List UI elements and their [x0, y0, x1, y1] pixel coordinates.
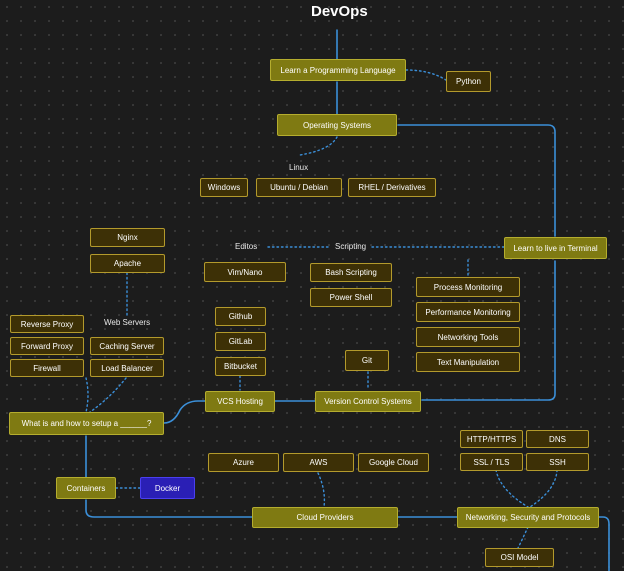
node-networking-tools[interactable]: Networking Tools — [416, 327, 520, 347]
node-containers[interactable]: Containers — [56, 477, 116, 499]
edge-programming-python — [405, 69, 447, 81]
label-linux: Linux — [289, 163, 309, 172]
node-gitlab[interactable]: GitLab — [215, 332, 266, 351]
page-title: DevOps — [311, 3, 368, 20]
node-networking-security-protocols[interactable]: Networking, Security and Protocols — [457, 507, 599, 528]
node-osi-model[interactable]: OSI Model — [485, 548, 554, 567]
edge-hosting-setup — [163, 400, 206, 424]
node-version-control-systems[interactable]: Version Control Systems — [315, 391, 421, 412]
node-vcs-hosting[interactable]: VCS Hosting — [205, 391, 275, 412]
node-git[interactable]: Git — [345, 350, 389, 371]
edge-lb-setup — [89, 377, 127, 413]
node-ssl-tls[interactable]: SSL / TLS — [460, 453, 523, 471]
node-performance-monitoring[interactable]: Performance Monitoring — [416, 302, 520, 322]
label-editors: Editos — [235, 242, 258, 251]
edge-networking-osi — [517, 526, 529, 549]
edge-terminal-vcs — [421, 260, 556, 401]
node-forward-proxy[interactable]: Forward Proxy — [10, 337, 84, 355]
node-azure[interactable]: Azure — [208, 453, 279, 472]
node-text-manipulation[interactable]: Text Manipulation — [416, 352, 520, 372]
node-process-monitoring[interactable]: Process Monitoring — [416, 277, 520, 297]
node-http-https[interactable]: HTTP/HTTPS — [460, 430, 523, 448]
edge-protocols-networking — [495, 469, 529, 508]
label-scripting: Scripting — [335, 242, 367, 251]
node-cloud-providers[interactable]: Cloud Providers — [252, 507, 398, 528]
label-web-servers: Web Servers — [104, 318, 151, 327]
node-bitbucket[interactable]: Bitbucket — [215, 357, 266, 376]
edge-webservers-setup — [85, 377, 89, 413]
node-caching-server[interactable]: Caching Server — [90, 337, 164, 355]
node-power-shell[interactable]: Power Shell — [310, 288, 392, 307]
node-apache[interactable]: Apache — [90, 254, 165, 273]
node-load-balancer[interactable]: Load Balancer — [90, 359, 164, 377]
node-setup-servers[interactable]: What is and how to setup a ______? — [9, 412, 164, 435]
edge-networking-next — [598, 516, 610, 571]
node-learn-programming[interactable]: Learn a Programming Language — [270, 59, 406, 81]
node-firewall[interactable]: Firewall — [10, 359, 84, 377]
node-rhel-derivatives[interactable]: RHEL / Derivatives — [348, 178, 436, 197]
node-github[interactable]: Github — [215, 307, 266, 326]
edge-containers-cloud — [85, 499, 253, 518]
edge-dns-networking — [529, 469, 558, 508]
node-windows[interactable]: Windows — [200, 178, 248, 197]
node-ubuntu-debian[interactable]: Ubuntu / Debian — [256, 178, 342, 197]
node-operating-systems[interactable]: Operating Systems — [277, 114, 397, 136]
node-learn-terminal[interactable]: Learn to live in Terminal — [504, 237, 607, 259]
node-reverse-proxy[interactable]: Reverse Proxy — [10, 315, 84, 333]
edge-os-linux — [299, 136, 338, 156]
edge-aws-cloud — [317, 472, 326, 508]
node-python[interactable]: Python — [446, 71, 491, 92]
edge-os-terminal — [397, 124, 556, 237]
node-vim-nano[interactable]: Vim/Nano — [204, 262, 286, 282]
node-docker[interactable]: Docker — [140, 477, 195, 499]
node-ssh[interactable]: SSH — [526, 453, 589, 471]
node-google-cloud[interactable]: Google Cloud — [358, 453, 429, 472]
node-aws[interactable]: AWS — [283, 453, 354, 472]
node-nginx[interactable]: Nginx — [90, 228, 165, 247]
node-bash-scripting[interactable]: Bash Scripting — [310, 263, 392, 282]
node-dns[interactable]: DNS — [526, 430, 589, 448]
